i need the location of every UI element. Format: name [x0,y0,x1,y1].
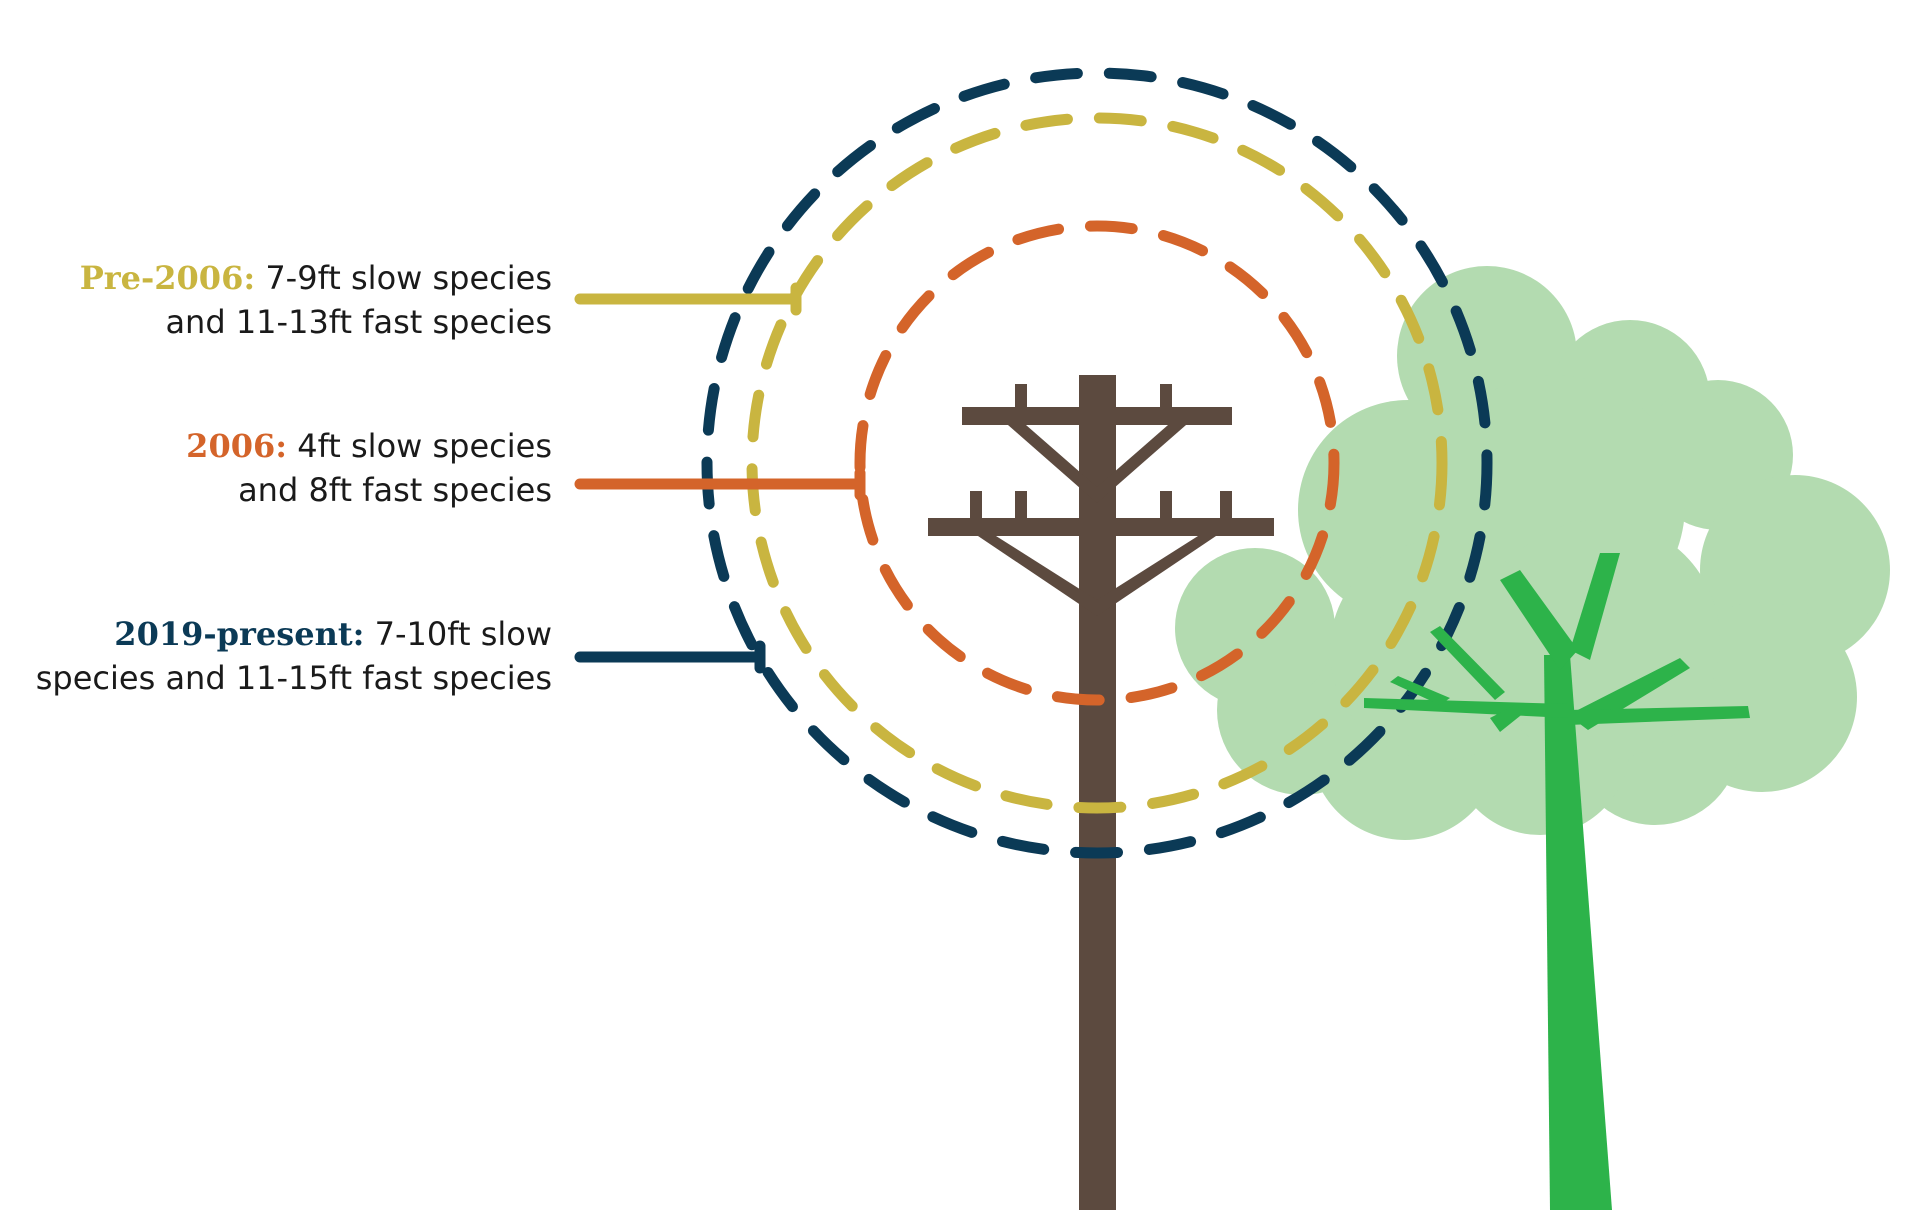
era-pre-2006: Pre-2006: [79,259,256,297]
utility-pole-icon [928,375,1274,1210]
label-2006-text1: 4ft slow species [287,427,552,465]
tree-trunk-icon [1364,553,1750,1210]
label-pre-2006-line2: and 11-13ft fast species [165,303,552,341]
arrow-2019-present [574,640,766,674]
era-2006: 2006: [186,427,288,465]
tree-canopy-icon [1175,266,1890,840]
label-2019-present: 2019-present: 7-10ft slow species and 11… [36,612,552,700]
circle-2019-present [701,67,1493,859]
label-2019-present-line1: 2019-present: 7-10ft slow [36,612,552,656]
era-2019-present: 2019-present: [114,615,365,653]
arrow-2006 [574,467,866,501]
label-2019-present-line2: species and 11-15ft fast species [35,659,552,697]
label-pre-2006: Pre-2006: 7-9ft slow species and 11-13ft… [80,256,552,344]
arrow-pre-2006 [574,282,802,316]
label-2006: 2006: 4ft slow species and 8ft fast spec… [186,424,552,512]
label-pre-2006-line1: Pre-2006: 7-9ft slow species [80,256,552,300]
label-pre-2006-text1: 7-9ft slow species [255,259,552,297]
circle-2006 [854,220,1340,706]
label-2006-line2: and 8ft fast species [238,471,552,509]
label-2019-present-text1: 7-10ft slow [364,615,552,653]
circle-pre-2006 [746,112,1448,814]
label-2006-line1: 2006: 4ft slow species [186,424,552,468]
